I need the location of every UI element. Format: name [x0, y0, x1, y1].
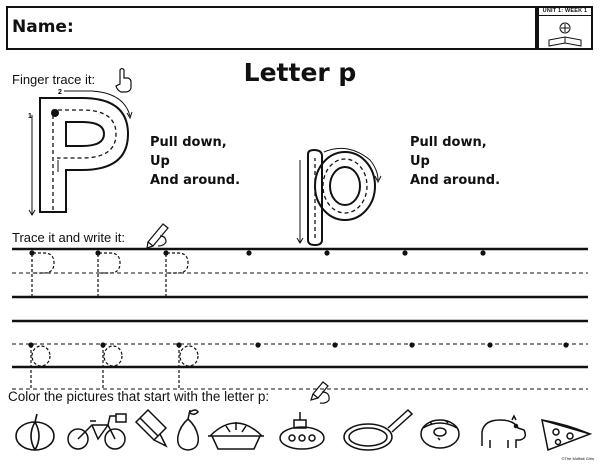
- start-dots-2: [28, 342, 569, 348]
- instruction-step: And around.: [410, 173, 501, 188]
- handwriting-lines-1: [12, 247, 588, 299]
- color-pictures-label: Color the pictures that start with the l…: [8, 389, 270, 404]
- unit-box: [537, 6, 593, 50]
- start-dots-1: [29, 250, 486, 256]
- pan-icon: [343, 408, 414, 451]
- pear-icon: [176, 409, 200, 451]
- donut-icon: [420, 419, 460, 449]
- name-label: Name:: [12, 17, 74, 37]
- submarine-icon: [279, 412, 325, 450]
- pizza-icon: [541, 418, 593, 452]
- trace-write-label: Trace it and write it:: [12, 230, 125, 245]
- pie-icon: [208, 422, 264, 450]
- unit-divider: [539, 15, 591, 16]
- instruction-step: Pull down,: [150, 135, 227, 150]
- lowercase-instructions: Pull down, Up And around.: [410, 133, 500, 190]
- bicycle-icon: [67, 413, 127, 450]
- crayon-hand-icon: [310, 381, 330, 404]
- stroke-number: 1: [28, 113, 32, 120]
- page-title: Letter p: [243, 58, 357, 87]
- handwriting-lines-2: [12, 319, 588, 390]
- instruction-step: Up: [150, 154, 170, 169]
- name-box: [6, 6, 537, 50]
- finger-trace-label: Finger trace it:: [12, 72, 96, 87]
- pumpkin-icon: [15, 413, 55, 451]
- hand-pointer-icon: [115, 67, 132, 93]
- uppercase-instructions: Pull down, Up And around.: [150, 133, 240, 190]
- instruction-step: And around.: [150, 173, 241, 188]
- hippo-icon: [481, 414, 527, 448]
- instruction-step: Pull down,: [410, 135, 487, 150]
- pencil-icon: [134, 408, 168, 448]
- book-lamp-icon: [548, 22, 582, 47]
- instruction-step: Up: [410, 154, 430, 169]
- lowercase-p-trace: [296, 147, 382, 247]
- trace-uppercase-p: [31, 252, 189, 297]
- uppercase-p-trace: [28, 90, 133, 216]
- pencil-hand-icon: [146, 223, 169, 249]
- trace-lowercase-p: [30, 345, 199, 388]
- stroke-number: 2: [58, 89, 62, 96]
- unit-label: UNIT 1: WEEK 1: [542, 8, 588, 14]
- copyright-footer: ©The Moffatt Girls: [561, 456, 594, 461]
